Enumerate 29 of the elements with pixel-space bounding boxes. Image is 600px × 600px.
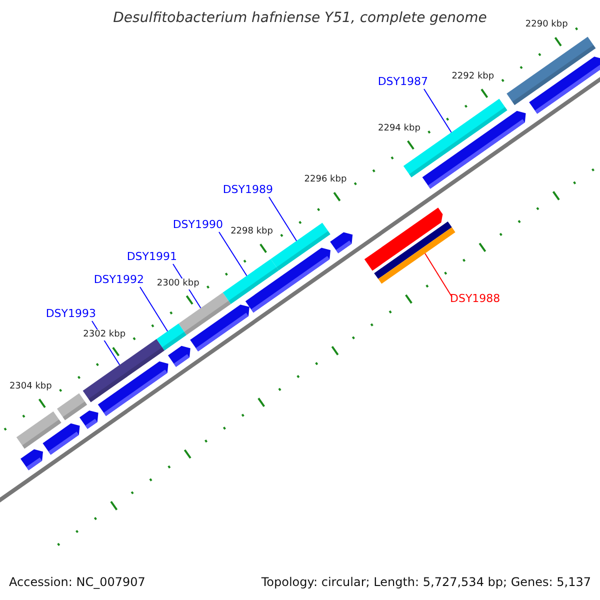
leader-line xyxy=(424,88,452,133)
title: Desulfitobacterium hafniense Y51, complete genome xyxy=(113,11,487,25)
scale-label: 2302 kbp xyxy=(82,330,127,341)
scale-label: 2294 kbp xyxy=(377,123,422,134)
gene-label: DSY1991 xyxy=(126,251,177,262)
gene-bar xyxy=(178,292,231,335)
gene-label: DSY1988 xyxy=(450,293,500,304)
leader-line xyxy=(424,252,452,298)
leader-line xyxy=(218,232,248,276)
gene-bar xyxy=(156,324,187,350)
gene-bar xyxy=(82,339,164,402)
gene-bar xyxy=(403,98,508,178)
gene-bar xyxy=(222,259,279,304)
gene-label: DSY1993 xyxy=(46,308,96,319)
scale-label: 2300 kbp xyxy=(156,278,200,290)
leader-line xyxy=(140,286,168,332)
gene-label: DSY1990 xyxy=(172,219,223,230)
gene-bar xyxy=(364,208,456,284)
gene-bar xyxy=(270,222,330,270)
scale-label: 2298 kbp xyxy=(230,226,274,238)
accession-text: Accession: NC_007907 xyxy=(9,576,146,588)
genome-info-text: Topology: circular; Length: 5,727,534 bp; Genes: 5,137 xyxy=(261,576,591,588)
gene-label: DSY1992 xyxy=(94,274,144,285)
gene-label: DSY1989 xyxy=(222,184,273,195)
gene-label: DSY1987 xyxy=(378,76,428,87)
scale-label: 2304 kbp xyxy=(8,381,53,392)
scale-label: 2292 kbp xyxy=(450,71,496,82)
scale-label: 2290 kbp xyxy=(524,20,569,31)
scale-label: 2296 kbp xyxy=(303,174,348,186)
